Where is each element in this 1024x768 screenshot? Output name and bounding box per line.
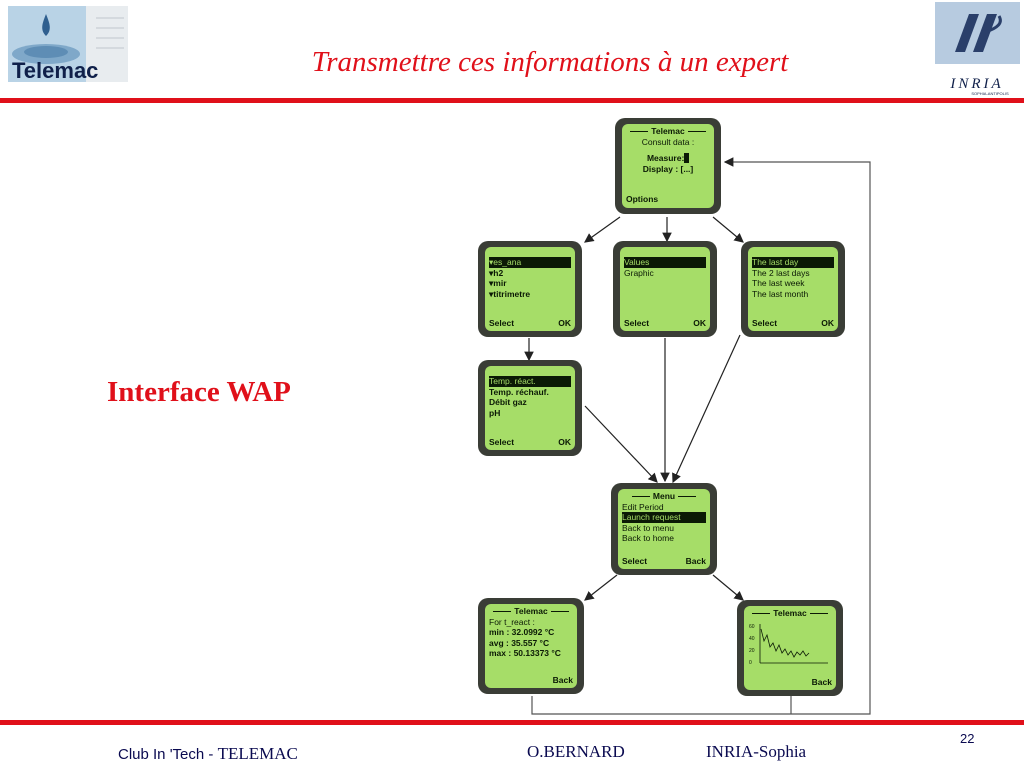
- screen-line: Consult data :: [641, 136, 695, 147]
- screen-header: Telemac: [626, 126, 710, 137]
- ok-softkey[interactable]: OK: [821, 317, 834, 328]
- lcd-screen-menu: Menu Edit Period Launch request Back to …: [611, 483, 717, 575]
- menu-item[interactable]: Back to home: [622, 533, 674, 543]
- data-line: [760, 628, 810, 658]
- mini-line-chart: 60 40 20 0: [749, 623, 828, 666]
- cursor-block: [684, 153, 690, 163]
- lcd-screen-values: Telemac For t_react : min : 32.0992 °C a…: [478, 598, 584, 694]
- screen-line: For t_react :: [489, 616, 535, 627]
- screen-header: Menu: [622, 491, 706, 502]
- list-item[interactable]: pH: [489, 407, 501, 418]
- menu-item[interactable]: Launch request: [622, 512, 706, 523]
- ok-softkey[interactable]: OK: [558, 317, 571, 328]
- list-item[interactable]: Values: [624, 257, 706, 268]
- footer-author: O.BERNARD: [527, 742, 625, 761]
- wap-flow-diagram: Telemac Consult data : Measure: Display …: [445, 110, 885, 722]
- select-softkey[interactable]: Select: [489, 317, 515, 328]
- footer-divider: [0, 720, 1024, 725]
- screen-line: Measure:: [646, 153, 685, 163]
- footer-institution: INRIA-Sophia: [706, 742, 807, 761]
- select-softkey[interactable]: Select: [622, 555, 648, 566]
- ok-softkey[interactable]: OK: [693, 317, 706, 328]
- select-softkey[interactable]: Select: [624, 317, 650, 328]
- tick-label: 20: [749, 648, 755, 654]
- ok-softkey[interactable]: OK: [558, 436, 571, 447]
- max-value: max : 50.13373 °C: [489, 648, 561, 658]
- screen-header: Telemac: [489, 606, 573, 617]
- list-item[interactable]: The last week: [752, 278, 805, 288]
- inria-logo: INRIA SOPHIA-ANTIPOLIS: [935, 2, 1020, 97]
- footer-left: Club In 'Tech - TELEMAC: [118, 744, 298, 764]
- footer-project: TELEMAC: [217, 744, 298, 763]
- lcd-screen-variable-list: Temp. réact. Temp. réchauf. Débit gaz pH…: [478, 360, 582, 456]
- section-heading: Interface WAP: [107, 376, 291, 408]
- header-divider: [0, 98, 1024, 103]
- list-item[interactable]: Débit gaz: [489, 397, 527, 407]
- back-softkey[interactable]: Back: [685, 555, 706, 566]
- lcd-screen-period: The last day The 2 last days The last we…: [741, 241, 845, 337]
- list-item[interactable]: The last day: [752, 257, 834, 268]
- lcd-screen-graphic: Telemac 60 40 20 0 Back: [737, 600, 843, 696]
- tick-label: 0: [749, 660, 752, 666]
- list-item[interactable]: ▾mir: [489, 278, 507, 288]
- tick-label: 60: [749, 624, 755, 630]
- lcd-screen-consult: Telemac Consult data : Measure: Display …: [615, 118, 721, 214]
- list-item[interactable]: ▾h2: [489, 267, 504, 278]
- list-item[interactable]: Temp. réact.: [489, 376, 571, 387]
- list-item[interactable]: The 2 last days: [752, 267, 810, 278]
- menu-item[interactable]: Edit Period: [622, 501, 664, 512]
- screen-header: Telemac: [748, 608, 832, 619]
- options-softkey[interactable]: Options: [626, 193, 659, 204]
- lcd-screen-process-list: ▾es_ana ▾h2 ▾mir ▾titrimetre Select OK: [478, 241, 582, 337]
- telemac-logo-text: Telemac: [12, 58, 98, 82]
- slide-title: Transmettre ces informations à un expert: [311, 46, 789, 78]
- list-item[interactable]: ▾es_ana: [489, 257, 571, 268]
- list-item[interactable]: ▾titrimetre: [489, 288, 531, 299]
- select-softkey[interactable]: Select: [752, 317, 778, 328]
- list-item[interactable]: Temp. réchauf.: [489, 386, 549, 397]
- lcd-screen-display-mode: Values Graphic Select OK: [613, 241, 717, 337]
- inria-logo-text: INRIA: [949, 76, 1003, 92]
- list-item[interactable]: The last month: [752, 288, 809, 299]
- select-softkey[interactable]: Select: [489, 436, 515, 447]
- avg-value: avg : 35.557 °C: [489, 637, 550, 648]
- min-value: min : 32.0992 °C: [489, 627, 555, 637]
- screen-line: Display : [...]: [642, 163, 694, 174]
- tick-label: 40: [749, 636, 755, 642]
- telemac-logo: Telemac: [8, 6, 128, 83]
- back-softkey[interactable]: Back: [811, 676, 832, 687]
- footer-prefix: Club In 'Tech -: [118, 746, 218, 763]
- menu-item[interactable]: Back to menu: [622, 522, 674, 533]
- inria-logo-subtext: SOPHIA-ANTIPOLIS: [971, 91, 1009, 96]
- list-item[interactable]: Graphic: [624, 267, 654, 278]
- back-softkey[interactable]: Back: [552, 674, 573, 685]
- flow-arrows: [524, 157, 871, 715]
- page-number: 22: [960, 731, 975, 746]
